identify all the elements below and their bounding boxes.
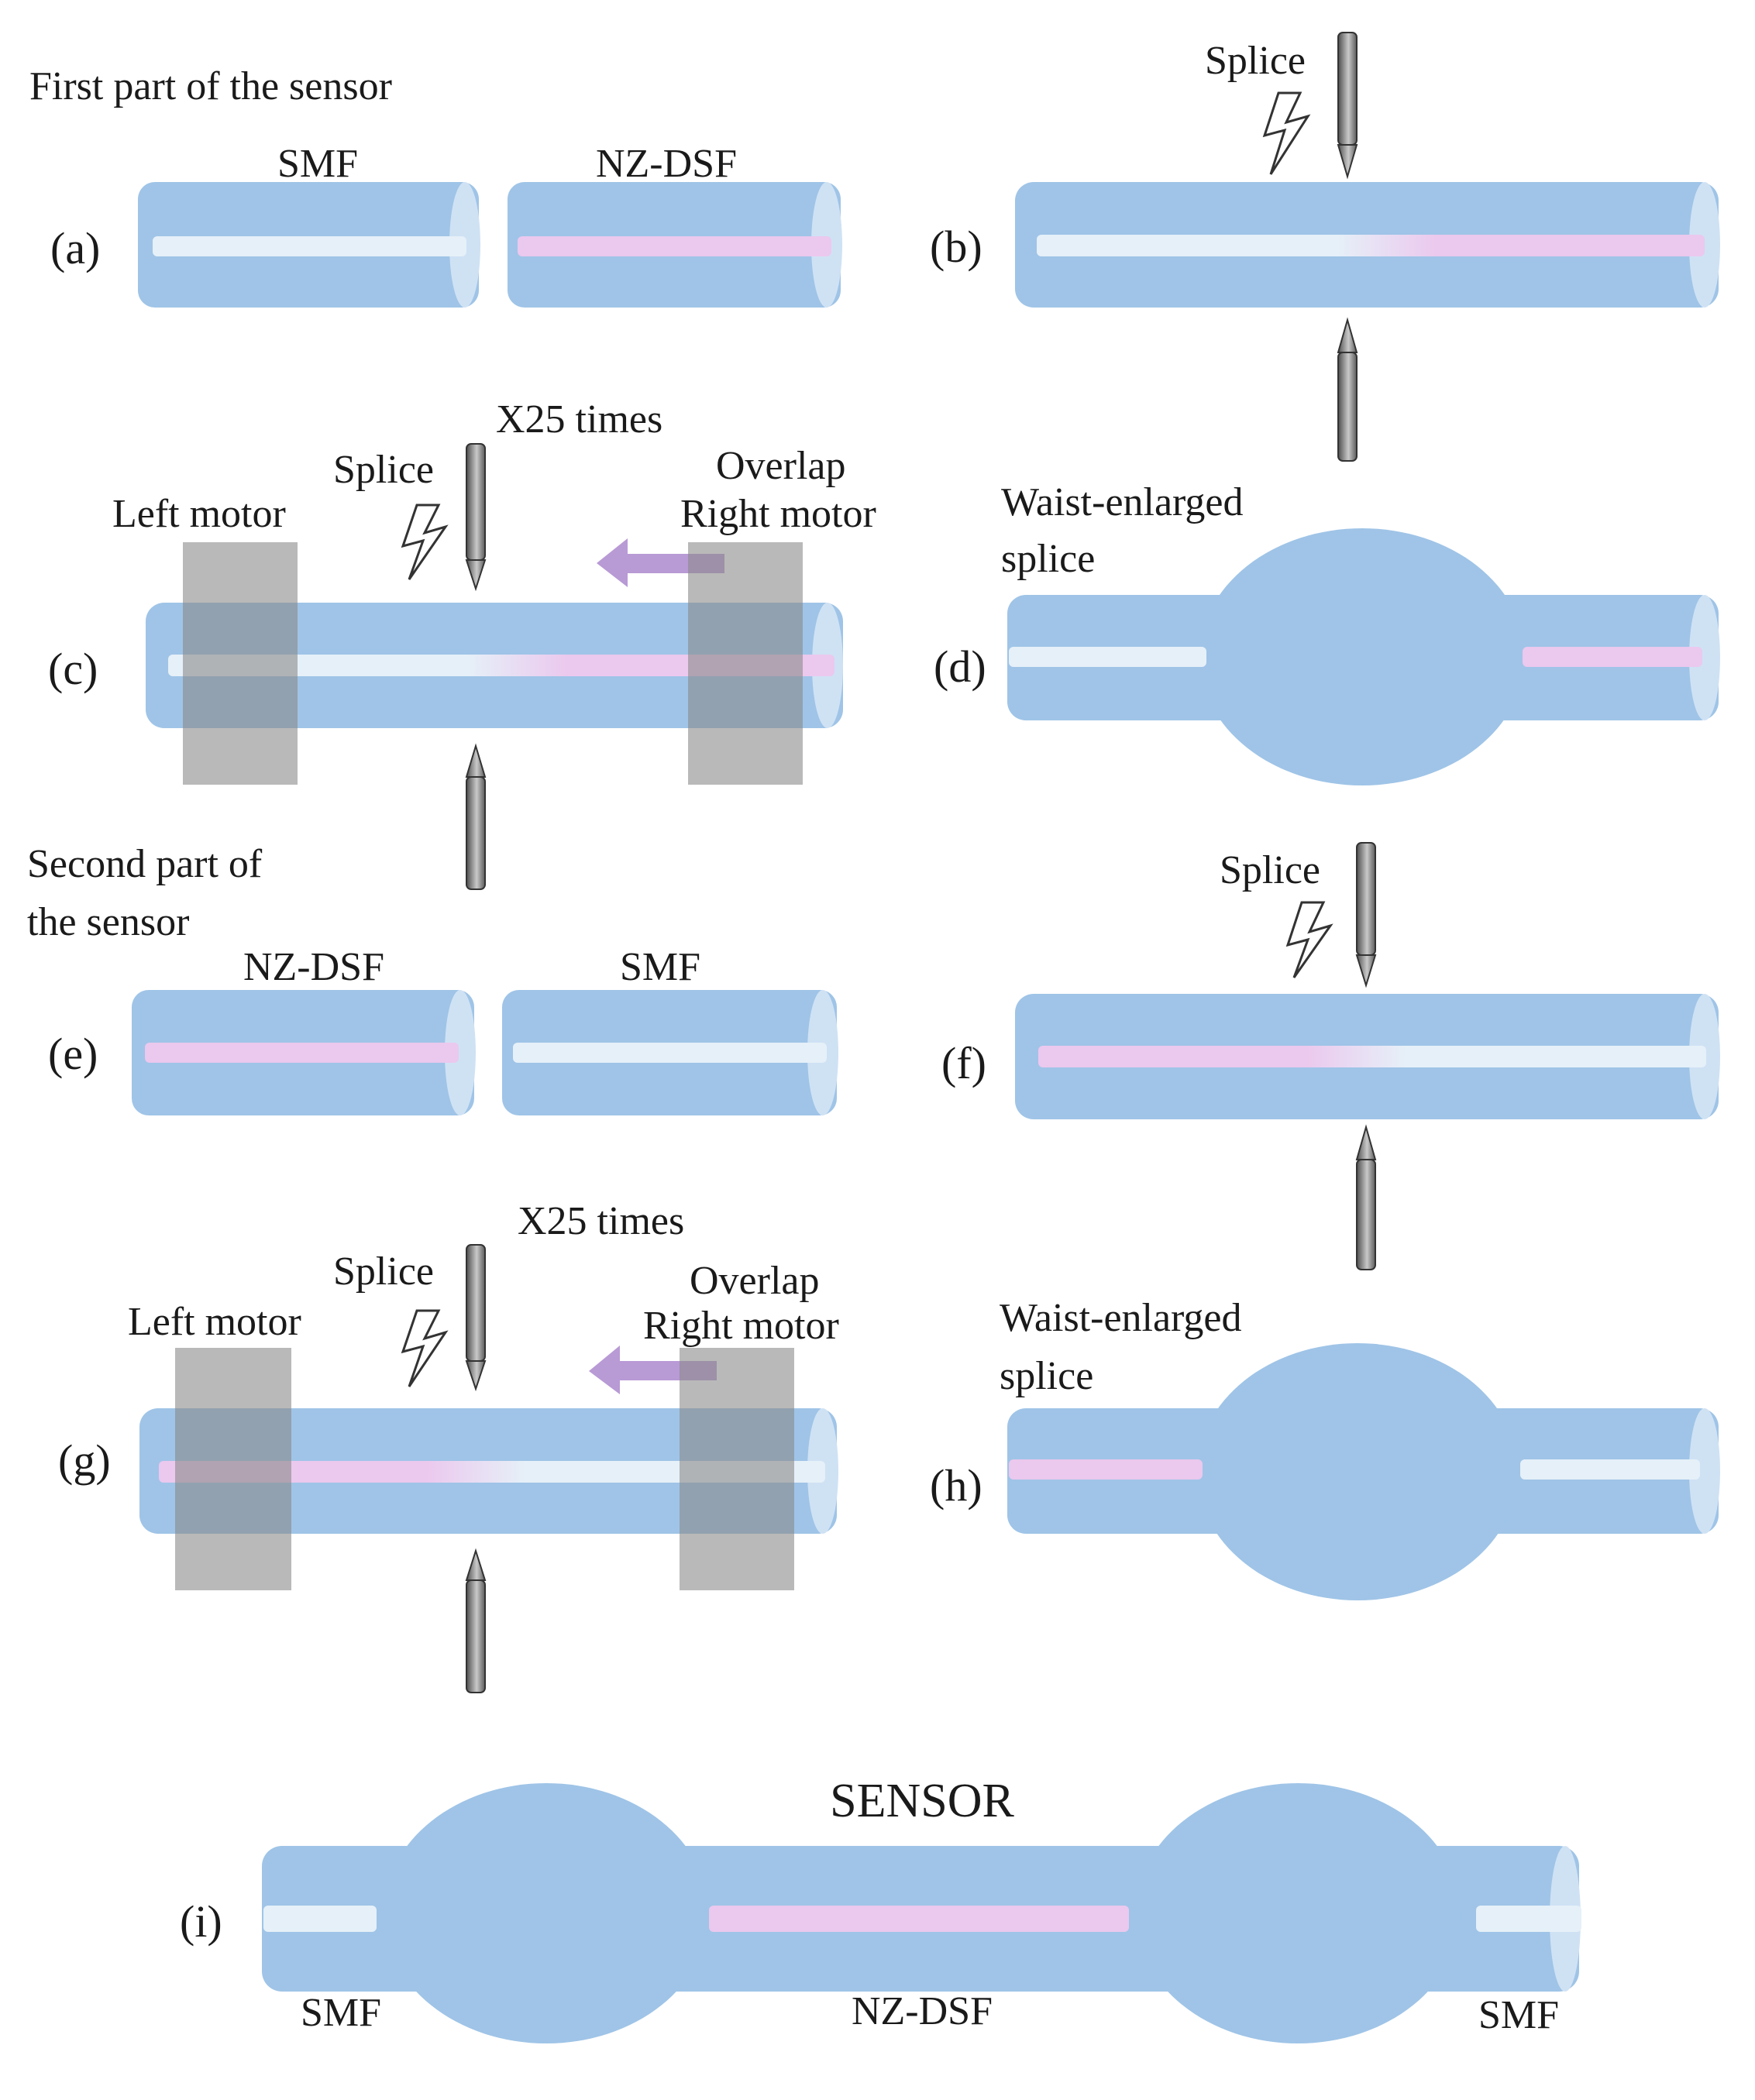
waist-label-d-line2: splice: [1001, 537, 1095, 581]
fiber-label-nzdsf-e: NZ-DSF: [243, 945, 384, 989]
panel-label-c: (c): [48, 644, 98, 694]
splice-label-g: Splice: [333, 1249, 434, 1294]
fiber-label-nzdsf-i: NZ-DSF: [852, 1989, 993, 2033]
electrode-needle-icon: [1337, 317, 1358, 462]
left-arrow-icon: [597, 538, 724, 587]
lightning-bolt-icon: [1285, 901, 1333, 978]
smf-fiber-e: [502, 990, 838, 1115]
fiber-label-smf-e: SMF: [620, 945, 700, 989]
electrode-needle-icon: [465, 743, 487, 890]
left-motor-block-g: [175, 1348, 291, 1590]
electrode-needle-icon: [465, 1548, 487, 1693]
second-part-title-line1: Second part of: [27, 842, 263, 886]
panel-label-d: (d): [934, 641, 986, 692]
lightning-bolt-icon: [1262, 91, 1311, 175]
electrode-needle-icon: [465, 443, 487, 592]
lightning-bolt-icon: [401, 1309, 449, 1387]
left-motor-label-g: Left motor: [128, 1300, 301, 1344]
panel-label-h: (h): [930, 1460, 982, 1511]
panel-label-e: (e): [48, 1029, 98, 1079]
right-motor-label-g: Right motor: [643, 1304, 839, 1348]
repeat-label-c: X25 times: [496, 397, 662, 442]
smf-fiber-a: [138, 182, 480, 308]
right-motor-label-c: Right motor: [680, 492, 876, 536]
second-part-title-line2: the sensor: [27, 900, 189, 944]
right-motor-block-g: [680, 1348, 794, 1590]
splice-label-b: Splice: [1205, 39, 1306, 83]
panel-label-b: (b): [930, 222, 982, 272]
spliced-fiber-f: [1015, 994, 1720, 1119]
right-motor-block-c: [688, 542, 803, 785]
nzdsf-fiber-a: [508, 182, 842, 308]
panel-label-a: (a): [50, 223, 100, 273]
electrode-needle-icon: [1355, 1124, 1377, 1270]
splice-label-f: Splice: [1220, 848, 1320, 892]
repeat-label-g: X25 times: [518, 1199, 684, 1243]
waist-enlarged-splice-h: [1007, 1343, 1720, 1600]
waist-enlarged-splice-d: [1007, 528, 1720, 785]
panel-label-f: (f): [941, 1038, 986, 1088]
left-motor-block-c: [183, 542, 298, 785]
fiber-label-smf-a: SMF: [277, 142, 358, 186]
fiber-label-nzdsf-a: NZ-DSF: [596, 142, 737, 186]
electrode-needle-icon: [465, 1244, 487, 1392]
waist-label-d-line1: Waist-enlarged: [1001, 480, 1244, 524]
splice-label-c: Splice: [333, 448, 434, 492]
spliced-fiber-g: [139, 1408, 838, 1534]
lightning-bolt-icon: [401, 504, 449, 580]
spliced-fiber-b: [1015, 182, 1720, 308]
electrode-needle-icon: [1337, 32, 1358, 180]
waist-label-h-line2: splice: [1000, 1354, 1093, 1398]
left-arrow-icon: [589, 1346, 717, 1394]
spliced-fiber-c: [146, 603, 843, 728]
first-part-title: First part of the sensor: [29, 64, 392, 108]
panel-label-i: (i): [180, 1896, 222, 1947]
overlap-label-c: Overlap: [716, 444, 845, 488]
fiber-label-smf-i-left: SMF: [301, 1991, 381, 2035]
sensor-title: SENSOR: [830, 1775, 1014, 1827]
panel-label-g: (g): [58, 1435, 111, 1486]
nzdsf-fiber-e: [132, 990, 476, 1115]
final-sensor: [262, 1783, 1581, 2043]
waist-label-h-line1: Waist-enlarged: [1000, 1296, 1242, 1340]
fiber-label-smf-i-right: SMF: [1478, 1993, 1559, 2037]
electrode-needle-icon: [1355, 842, 1377, 988]
left-motor-label-c: Left motor: [112, 492, 286, 536]
overlap-label-g: Overlap: [690, 1259, 819, 1303]
